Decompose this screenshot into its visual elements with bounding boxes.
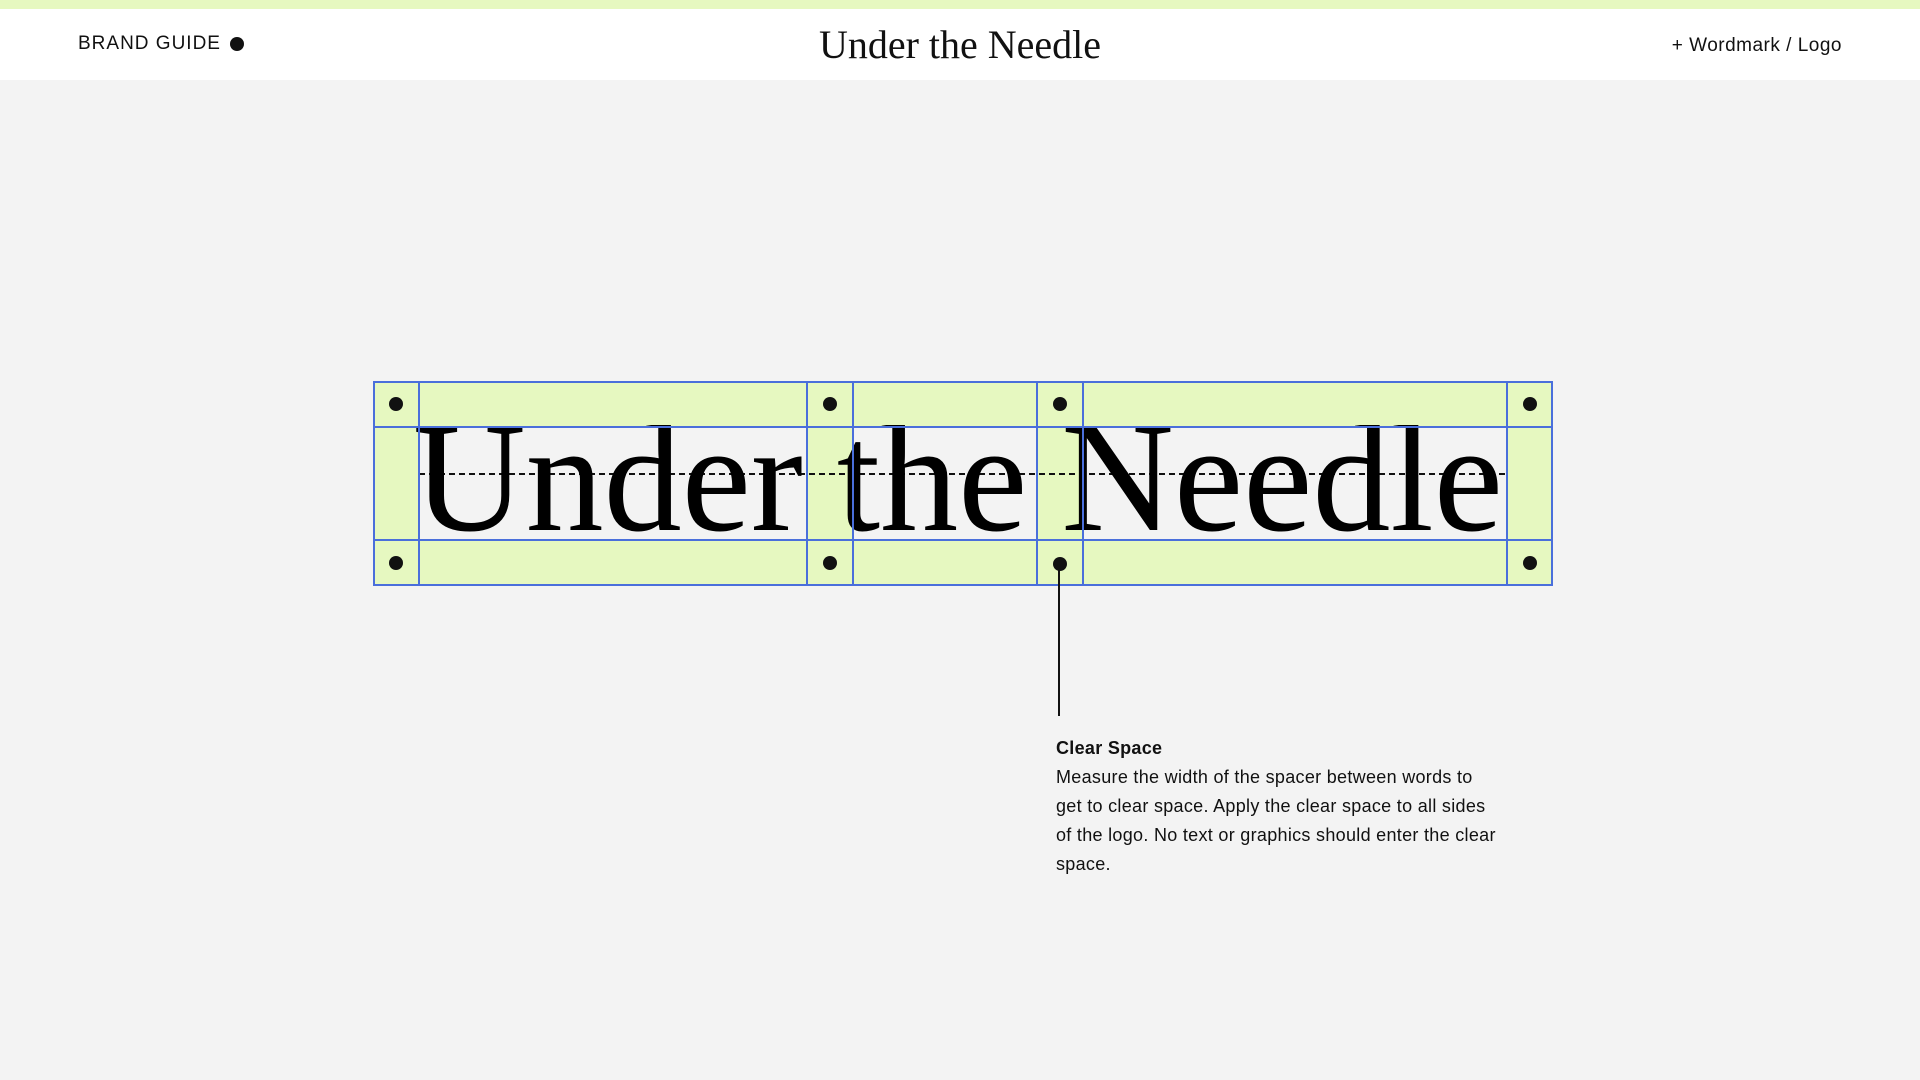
marker-dot [1523,397,1537,411]
site-title-link[interactable]: Under the Needle [818,22,1102,67]
brand-dot-icon [229,37,244,51]
clear-space-diagram: Under the Needle [373,381,1553,586]
brand-guide-label[interactable]: BRAND GUIDE [78,33,244,55]
guide-line-v8 [1551,381,1553,586]
guide-line-v7 [1506,381,1508,586]
wordmark-word-under: Under [413,425,803,539]
guide-line-baseline [373,539,1553,541]
marker-dot [823,397,837,411]
wordmark-word-the: the [836,425,1028,539]
wordmark-logo-link[interactable]: + Wordmark / Logo [1671,35,1842,56]
spacer-band-1 [807,381,853,586]
bottom-clear-band [373,540,1553,586]
note-title: Clear Space [1056,738,1163,758]
guide-line-v1 [373,381,375,586]
left-clear-band [373,381,419,586]
guide-line-cap [373,426,1553,428]
x-height-guide [419,473,1505,475]
top-accent-strip [0,0,1920,9]
guide-line-v6 [1082,381,1084,586]
guide-line-bottom [373,584,1553,586]
site-title: Under the Needle [0,21,1920,68]
wordmark: Under the Needle [413,425,1503,539]
marker-dot [1053,397,1067,411]
marker-dot [1053,557,1067,571]
marker-dot [389,397,403,411]
marker-dot [823,556,837,570]
right-clear-band [1507,381,1553,586]
callout-line [1058,566,1060,716]
brand-guide-text: BRAND GUIDE [78,33,221,54]
note-body: Measure the width of the spacer between … [1056,767,1496,874]
guide-line-v3 [806,381,808,586]
clear-space-note: Clear Space Measure the width of the spa… [1056,734,1496,879]
marker-dot [389,556,403,570]
top-clear-band [373,381,1553,427]
guide-line-top [373,381,1553,383]
guide-line-v5 [1036,381,1038,586]
marker-dot [1523,556,1537,570]
wordmark-word-needle: Needle [1061,425,1503,539]
guide-line-v2 [418,381,420,586]
header: BRAND GUIDE Under the Needle + Wordmark … [0,9,1920,80]
guide-line-v4 [852,381,854,586]
spacer-band-2 [1037,381,1083,586]
